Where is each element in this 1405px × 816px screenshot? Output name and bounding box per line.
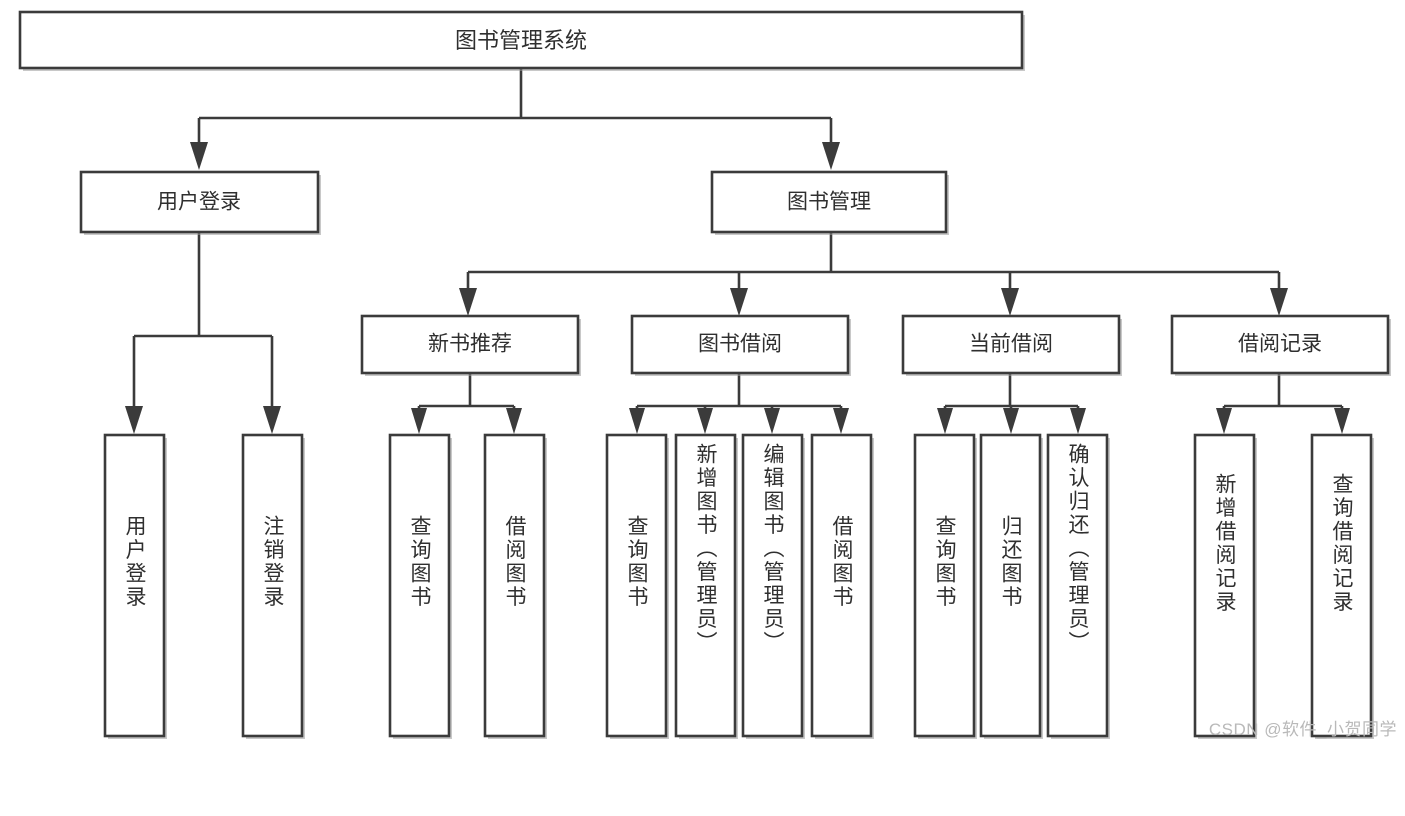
- arrow-to-leaf-edit-book: [764, 408, 780, 434]
- borrow-records-node-label: 借阅记录: [1238, 333, 1322, 356]
- edges-layer: [125, 68, 1350, 434]
- leaf-box-return-book[interactable]: [979, 433, 1042, 738]
- book-borrow-node-label: 图书借阅: [698, 333, 782, 356]
- arrow-to-leaf-query-book-bb: [629, 408, 645, 434]
- leaf-box-query-record[interactable]: [1310, 433, 1373, 738]
- arrow-to-leaf-logout: [263, 406, 281, 434]
- leaf-box-logout[interactable]: [241, 433, 304, 738]
- csdn-watermark: CSDN @软件_小贺同学: [1208, 720, 1397, 739]
- arrow-to-new-book-recommend: [459, 288, 477, 316]
- root-node-label: 图书管理系统: [455, 28, 587, 53]
- nodes-layer: 图书管理系统 用户登录 图书管理 新书推荐 图书借阅 当前借阅 借阅记录: [18, 10, 1391, 739]
- leaf-box-query-book-bb[interactable]: [605, 433, 668, 738]
- book-mgmt-node-label: 图书管理: [787, 191, 871, 214]
- leaf-box-add-record[interactable]: [1193, 433, 1256, 738]
- new-book-recommend-node-label: 新书推荐: [428, 333, 512, 356]
- borrow-records-node-box[interactable]: [1170, 314, 1390, 375]
- arrow-to-leaf-add-record: [1216, 408, 1232, 434]
- book-mgmt-node-box[interactable]: [710, 170, 948, 234]
- diagram-canvas: 图书管理系统 用户登录 图书管理 新书推荐 图书借阅 当前借阅 借阅记录: [18, 10, 1391, 739]
- arrow-to-current-borrow: [1001, 288, 1019, 316]
- book-management-system-diagram: 图书管理系统 用户登录 图书管理 新书推荐 图书借阅 当前借阅 借阅记录: [18, 10, 1397, 739]
- arrow-to-borrow-records: [1270, 288, 1288, 316]
- leaf-box-confirm-return[interactable]: [1046, 433, 1109, 738]
- new-book-recommend-node-box[interactable]: [360, 314, 580, 375]
- arrow-to-book-mgmt: [822, 142, 840, 170]
- user-login-node-box[interactable]: [79, 170, 320, 234]
- book-borrow-node-box[interactable]: [630, 314, 850, 375]
- current-borrow-node-box[interactable]: [901, 314, 1121, 375]
- arrow-to-leaf-query-book-cb: [937, 408, 953, 434]
- leaf-box-query-book-cb[interactable]: [913, 433, 976, 738]
- leaf-box-user-login[interactable]: [103, 433, 166, 738]
- leaf-box-query-book-nb[interactable]: [388, 433, 451, 738]
- arrow-to-leaf-add-book: [697, 408, 713, 434]
- arrow-to-book-borrow: [730, 288, 748, 316]
- arrow-to-leaf-query-record: [1334, 408, 1350, 434]
- root-node-box[interactable]: [18, 10, 1024, 70]
- arrow-to-leaf-confirm-return: [1070, 408, 1086, 434]
- arrow-to-leaf-query-book-nb: [411, 408, 427, 434]
- user-login-node-label: 用户登录: [157, 191, 241, 214]
- leaf-box-edit-book[interactable]: [741, 433, 804, 738]
- leaf-box-add-book[interactable]: [674, 433, 737, 738]
- arrow-to-leaf-user-login: [125, 406, 143, 434]
- arrow-to-user-login: [190, 142, 208, 170]
- arrow-to-leaf-return-book: [1003, 408, 1019, 434]
- arrow-to-leaf-borrow-book-nb: [506, 408, 522, 434]
- arrow-to-leaf-borrow-book-bb: [833, 408, 849, 434]
- leaf-box-borrow-book-bb[interactable]: [810, 433, 873, 738]
- current-borrow-node-label: 当前借阅: [969, 333, 1053, 356]
- leaf-box-borrow-book-nb[interactable]: [483, 433, 546, 738]
